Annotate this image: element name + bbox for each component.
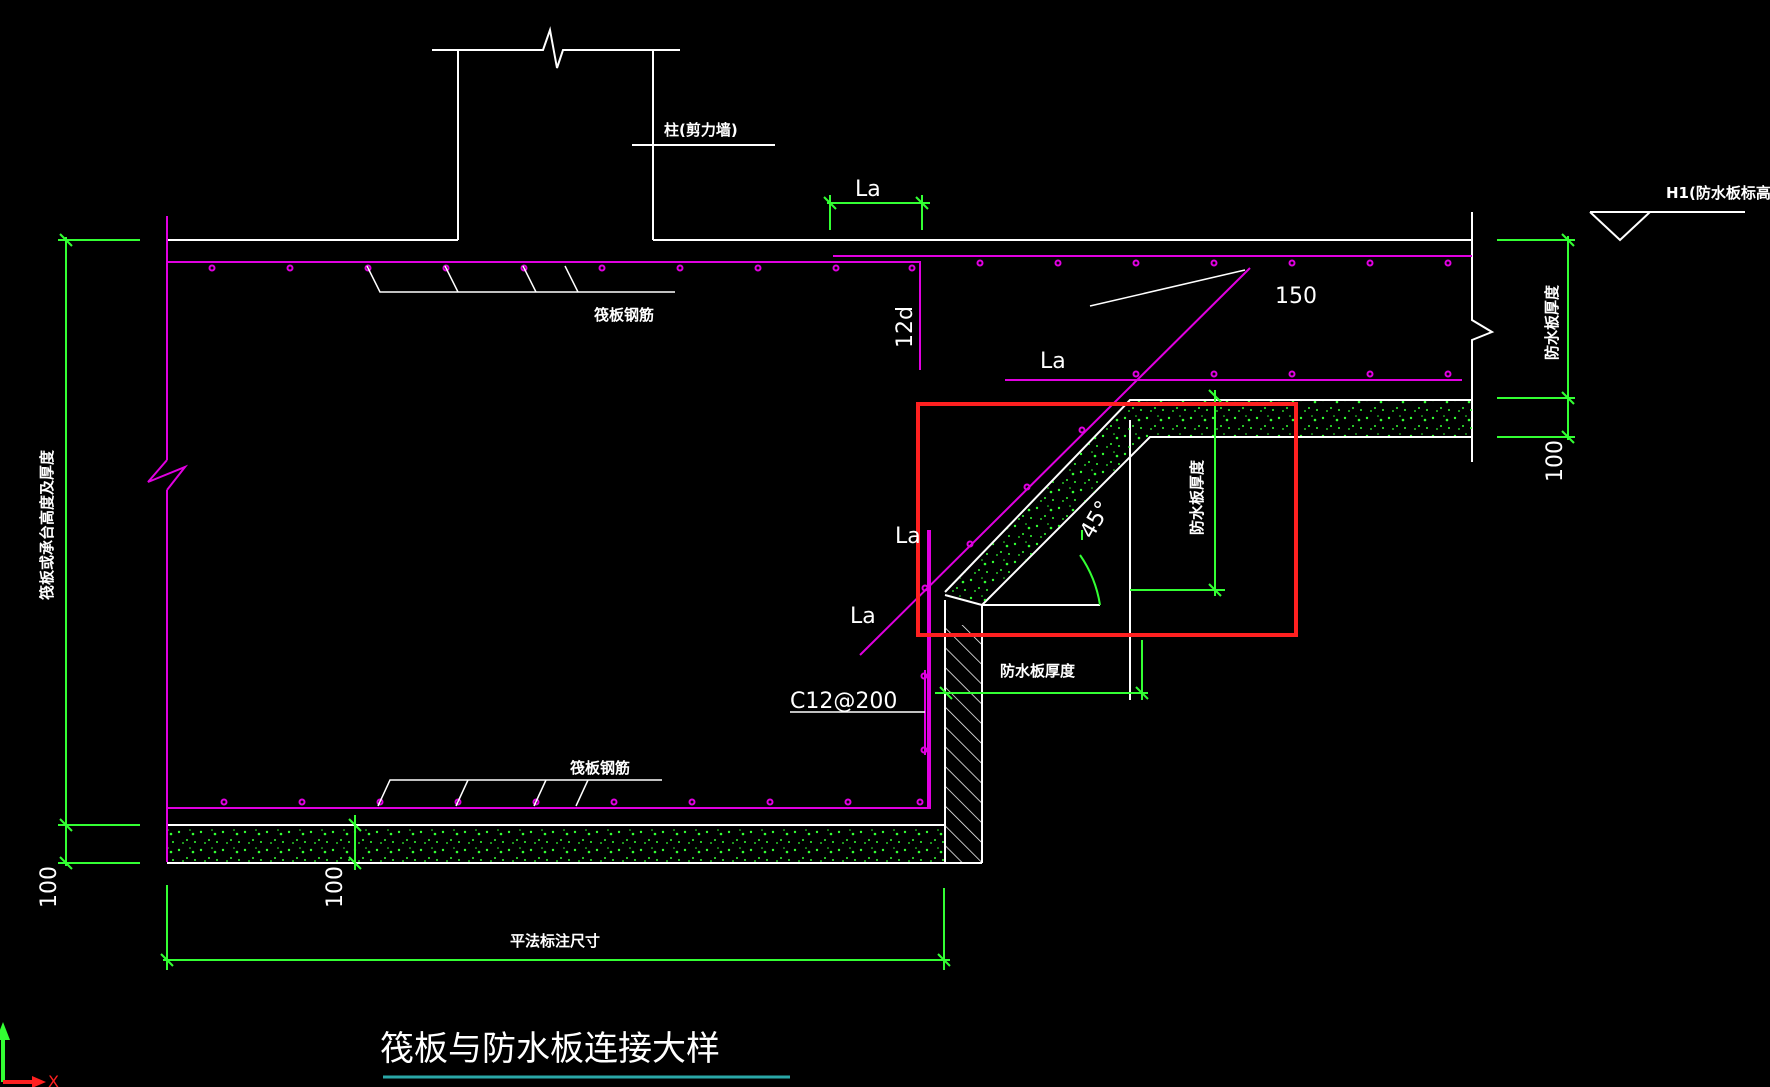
label-raft-rebar-top: 筏板钢筋 [594,306,654,324]
dim-text-rebar-spec: C12@200 [790,689,897,714]
dim-text-la-bottom: La [850,604,876,629]
label-column-wall: 柱(剪力墙) [664,121,738,139]
dim-text-12d: 12d [893,306,918,348]
waterproof-cushion-top [944,399,1472,593]
dimensions [58,195,1575,970]
bottom-cushion-fill [167,826,944,862]
column-top-break [432,26,680,69]
ucs-axis-icon: X [0,1022,59,1087]
drawing-title: 筏板与防水板连接大样 [380,1029,720,1069]
leader-bottom [377,779,662,807]
soil-wall-hatch [945,625,982,863]
waterproof-cushion-bottom [981,436,1472,606]
raft-top-rebar [167,261,921,370]
raft-bottom-rebar [167,530,931,809]
dim-text-100-mid: 100 [323,866,348,908]
highlight-box [916,402,1298,637]
label-waterproof-slope: 防水板厚度 [1188,459,1206,535]
dim-text-100-right: 100 [1543,440,1568,482]
leader-top [366,265,675,293]
label-waterproof-bottom: 防水板厚度 [1000,662,1076,680]
label-raft-thickness: 筏板或承台高度及厚度 [38,449,56,600]
raft-left-break [147,459,189,491]
angle-arc [1079,554,1101,606]
rebar-dots [208,259,1452,806]
slope-cushion-fill [946,401,1472,604]
cushion-corner [944,594,983,606]
rebar [147,216,1472,862]
concrete-cushions [167,401,1472,863]
rebar-leaders [366,265,1246,807]
label-elevation: H1(防水板标高) [1666,184,1770,202]
right-break-line [1471,212,1495,462]
axis-x-label: X [48,1072,59,1087]
label-raft-rebar-bottom: 筏板钢筋 [570,759,630,777]
dim-text-la-top: La [855,177,881,202]
dim-text-la-slope: La [895,524,921,549]
label-waterproof-right: 防水板厚度 [1543,284,1561,360]
dim-text-150: 150 [1275,284,1317,309]
dim-text-la-mid: La [1040,349,1066,374]
elevation-marker [1589,211,1745,242]
dim-text-100-left: 100 [37,866,62,908]
label-plan-size: 平法标注尺寸 [510,932,600,950]
labels: 柱(剪力墙) 筏板钢筋 筏板钢筋 平法标注尺寸 防水板厚度 H1(防水板标高) … [37,121,1770,1069]
